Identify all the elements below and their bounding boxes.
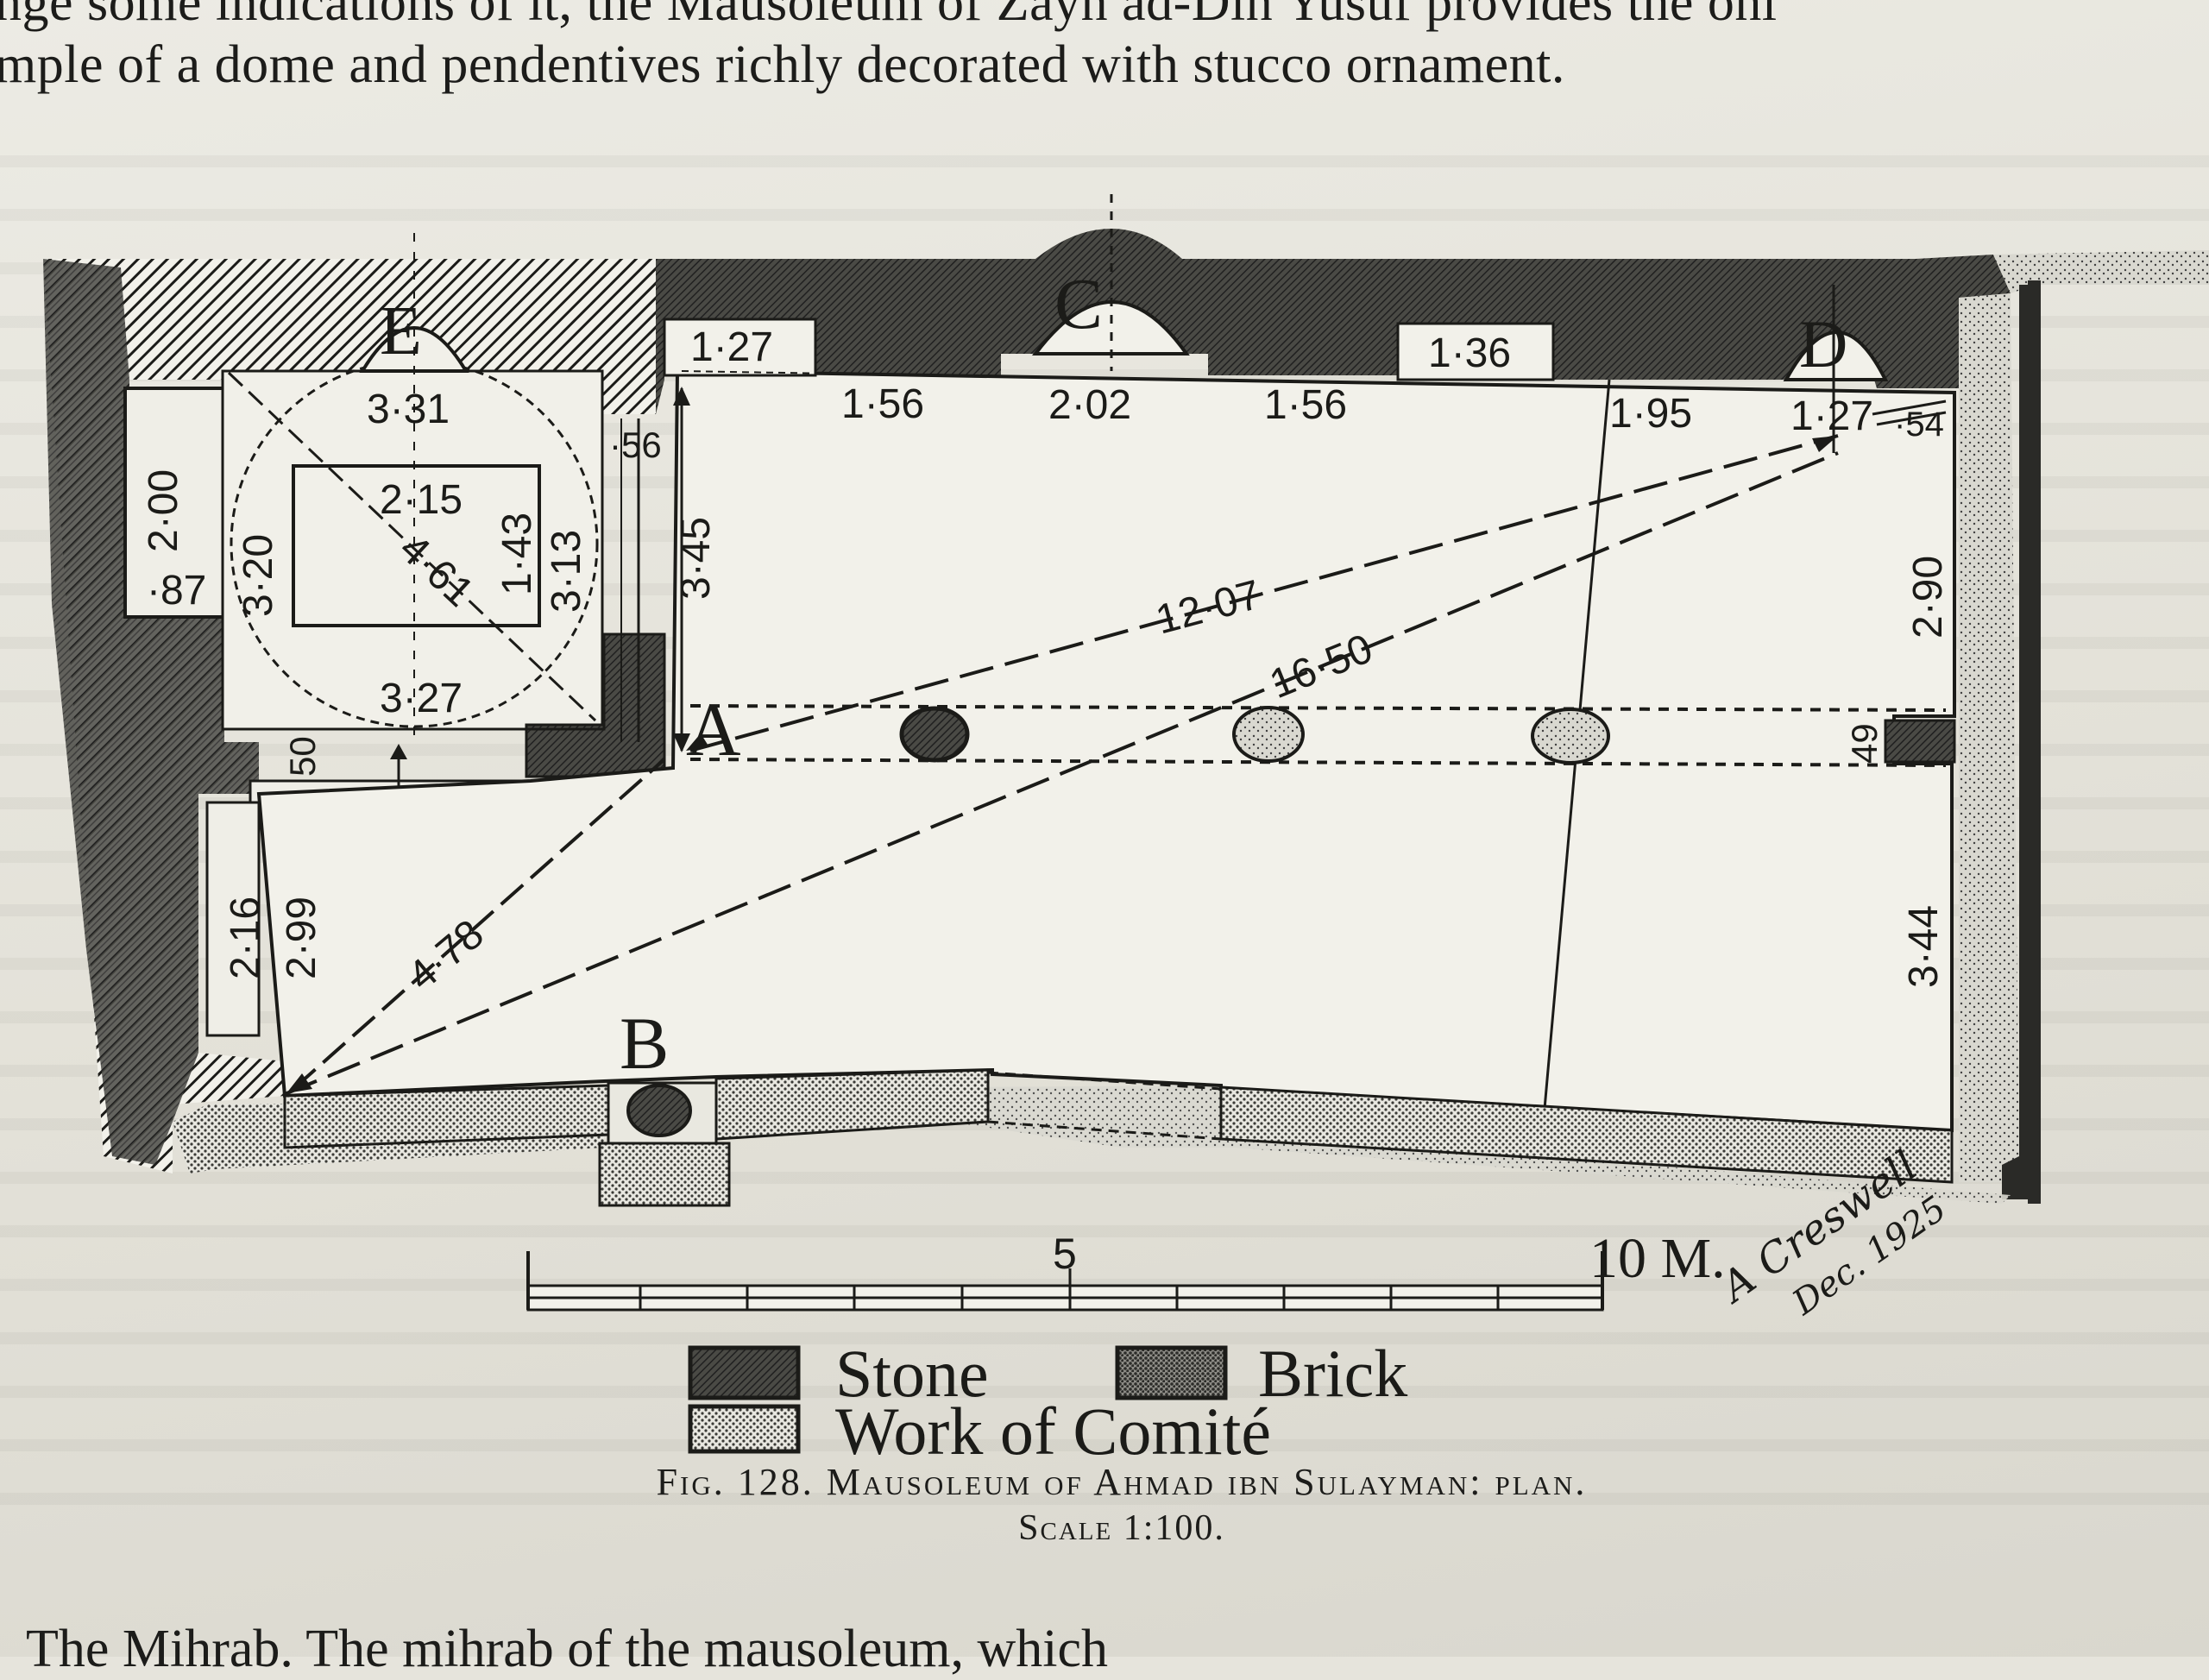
legend-brick-swatch xyxy=(1115,1345,1228,1400)
label-A: A xyxy=(686,689,741,772)
scale-bar: 5 10 M. xyxy=(526,1227,1726,1312)
dim-87: ·87 xyxy=(147,568,206,613)
dim-2-02: 2·02 xyxy=(1048,382,1131,428)
legend-stone-label: Stone xyxy=(835,1336,989,1411)
caption-title: Fig. 128. Mausoleum of Ahmad ibn Sulayma… xyxy=(656,1461,1588,1503)
scale-mid-label: 5 xyxy=(1053,1230,1077,1278)
legend-stone-swatch xyxy=(688,1345,801,1400)
dim-3-45: 3·45 xyxy=(673,517,719,600)
dim-3-20: 3·20 xyxy=(236,534,281,617)
dim-1-36: 1·36 xyxy=(1428,330,1511,376)
legend-comite-label: Work of Comité xyxy=(835,1394,1271,1469)
legend-brick-label: Brick xyxy=(1258,1336,1407,1411)
label-B: B xyxy=(620,1002,669,1085)
dim-3-31: 3·31 xyxy=(367,387,450,432)
dim-54: ·54 xyxy=(1894,406,1944,444)
caption-scale: Scale 1:100. xyxy=(1018,1508,1225,1548)
dim-2-00: 2·00 xyxy=(141,469,186,552)
east-pilaster xyxy=(2028,280,2041,1204)
dim-3-44: 3·44 xyxy=(1901,905,1947,988)
body-text-bottom: The Mihrab. The mihrab of the mausoleum,… xyxy=(26,1620,1109,1678)
dim-2-16: 2·16 xyxy=(223,897,268,979)
label-D: D xyxy=(1799,306,1847,381)
dim-1-43: 1·43 xyxy=(494,513,540,595)
main-hall xyxy=(256,194,1956,1133)
outer-wall xyxy=(43,229,2209,1204)
dim-2-15: 2·15 xyxy=(380,477,463,523)
dim-2-99: 2·99 xyxy=(279,897,324,979)
dim-1-56-left: 1·56 xyxy=(841,381,924,427)
legend-comite-swatch xyxy=(688,1404,801,1454)
dim-1-27-d: 1·27 xyxy=(1790,393,1873,439)
label-E: E xyxy=(380,293,422,369)
left-chamber xyxy=(123,233,666,1037)
body-text-line-2: mple of a dome and pendentives richly de… xyxy=(0,35,1565,94)
dim-49: 49 xyxy=(1844,723,1885,764)
dim-56: ·56 xyxy=(609,425,662,465)
legend: Stone Brick Work of Comité xyxy=(688,1336,1407,1469)
scale-end-label: 10 M. xyxy=(1589,1227,1726,1290)
body-text-line-1: nge some indications of it, the Mausoleu… xyxy=(0,0,1778,32)
dim-1-95: 1·95 xyxy=(1609,391,1692,437)
plan-letter-labels: E C D A B xyxy=(380,264,1847,1085)
dim-3-13: 3·13 xyxy=(544,530,589,613)
dim-1-27-top: 1·27 xyxy=(690,324,773,370)
south-wall xyxy=(283,1068,1954,1207)
dim-1-56-right: 1·56 xyxy=(1264,382,1347,428)
dim-3-27: 3·27 xyxy=(380,676,463,721)
dim-2-90: 2·90 xyxy=(1905,556,1951,639)
figure-caption: Fig. 128. Mausoleum of Ahmad ibn Sulayma… xyxy=(518,1460,1726,1549)
dim-50: 50 xyxy=(282,736,323,777)
label-C: C xyxy=(1054,264,1103,344)
